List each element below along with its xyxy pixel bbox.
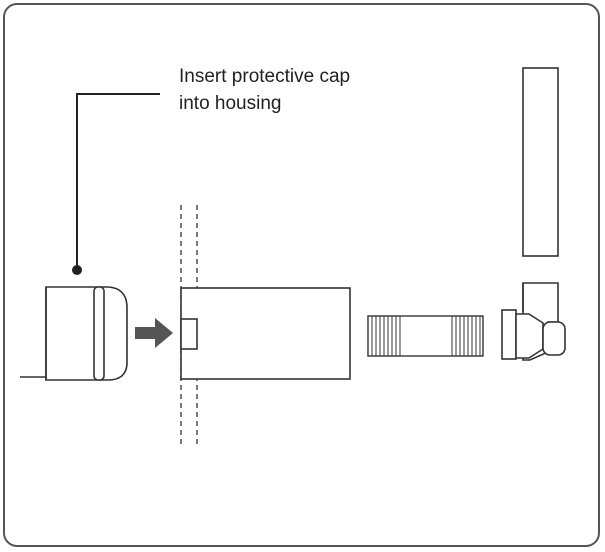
- arrow-right-icon: [135, 318, 173, 348]
- callout-text: Insert protective cap into housing: [179, 63, 350, 117]
- protective-cap: [20, 286, 128, 381]
- callout-line-2: into housing: [179, 93, 282, 114]
- elbow-fitting: [501, 282, 566, 361]
- housing-body: [180, 287, 351, 380]
- callout-line-1: Insert protective cap: [179, 66, 351, 87]
- callout-dot: [72, 265, 82, 275]
- vertical-pipe: [522, 67, 559, 257]
- callout-leader: [76, 93, 160, 268]
- threaded-nipple: [367, 315, 484, 357]
